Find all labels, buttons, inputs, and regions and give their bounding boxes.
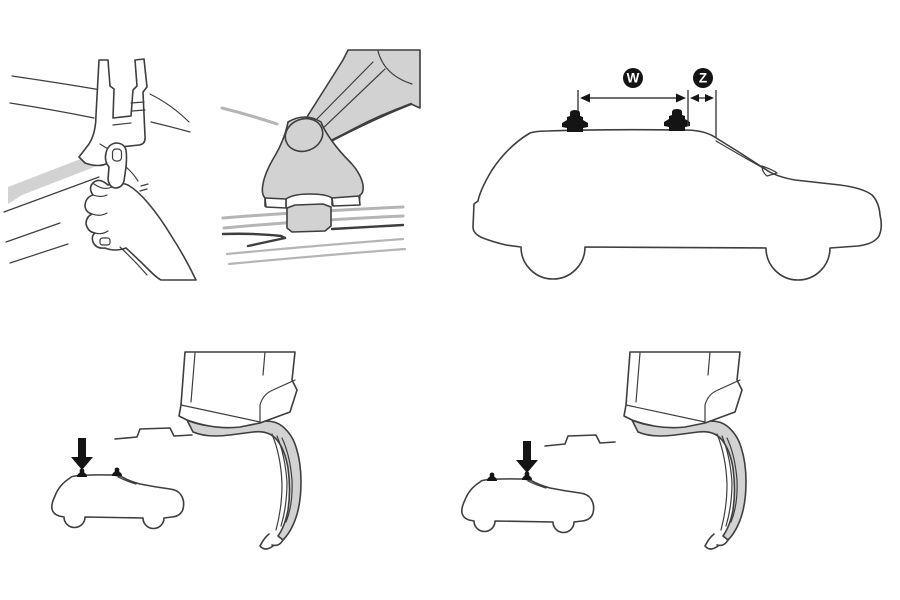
crossbar-arm-shadow-edge: [321, 102, 413, 147]
clamp-bracket-details: [99, 101, 146, 150]
door-seal-band: [8, 151, 107, 204]
car-position-icon-rear: [52, 467, 184, 528]
hand-pressing-door-frame-clamp-illustration: [3, 58, 197, 281]
foot-knuckle-joint: [284, 117, 324, 153]
roof-rack-foot-on-door-frame-illustration: [220, 49, 421, 266]
front-clamp-detail-illustration: [450, 351, 747, 550]
foot-right-flange-face: [331, 195, 361, 207]
z-label-badge: Z: [693, 68, 713, 88]
front-mount-foot-icon: [664, 109, 690, 131]
w-label-badge: W: [623, 68, 643, 88]
side-mirror: [761, 165, 778, 177]
car-position-icon-front: [462, 471, 594, 532]
hand-fist: [84, 179, 197, 281]
down-arrow-icon: [516, 441, 538, 473]
door-sill-step-line: [114, 427, 193, 440]
car-outline: [472, 128, 883, 281]
panel-car-dimension-guide: W Z: [470, 58, 890, 288]
door-sill-step-line: [544, 434, 616, 447]
finger-curl-lines: [91, 166, 148, 276]
dimension-arrow-w: [580, 93, 686, 103]
panel-foot-on-roof-closeup: [215, 48, 421, 292]
foot-left-flange-face: [264, 197, 287, 209]
finger-nail: [99, 237, 111, 246]
panel-hand-install-clamp: [0, 45, 225, 281]
rear-clamp-detail-illustration: [40, 351, 302, 550]
w-label: W: [627, 71, 640, 86]
rear-mount-foot-icon: [562, 110, 588, 132]
crossbar-arm-lines: [310, 50, 413, 133]
down-arrow-icon: [71, 438, 93, 470]
z-label: Z: [699, 71, 707, 86]
clamp-engagement-detail: [178, 351, 302, 550]
thumb: [104, 142, 128, 189]
car-side-profile-illustration: W Z: [472, 68, 883, 281]
door-sill-lines: [3, 176, 100, 264]
clamp-engagement-detail: [623, 351, 747, 550]
roof-rail-highlight-line: [220, 106, 279, 126]
panel-front-foot-detail: [450, 343, 760, 560]
panel-rear-foot-detail: [40, 343, 310, 555]
thumb-nail: [111, 148, 123, 162]
a-pillar-line: [715, 140, 764, 169]
rubber-pad: [286, 203, 332, 233]
dimension-arrow-z: [690, 94, 714, 102]
dimension-reference-lines: [577, 90, 717, 137]
roof-edge-lines: [9, 75, 191, 133]
knuckle-marks: [139, 183, 149, 192]
